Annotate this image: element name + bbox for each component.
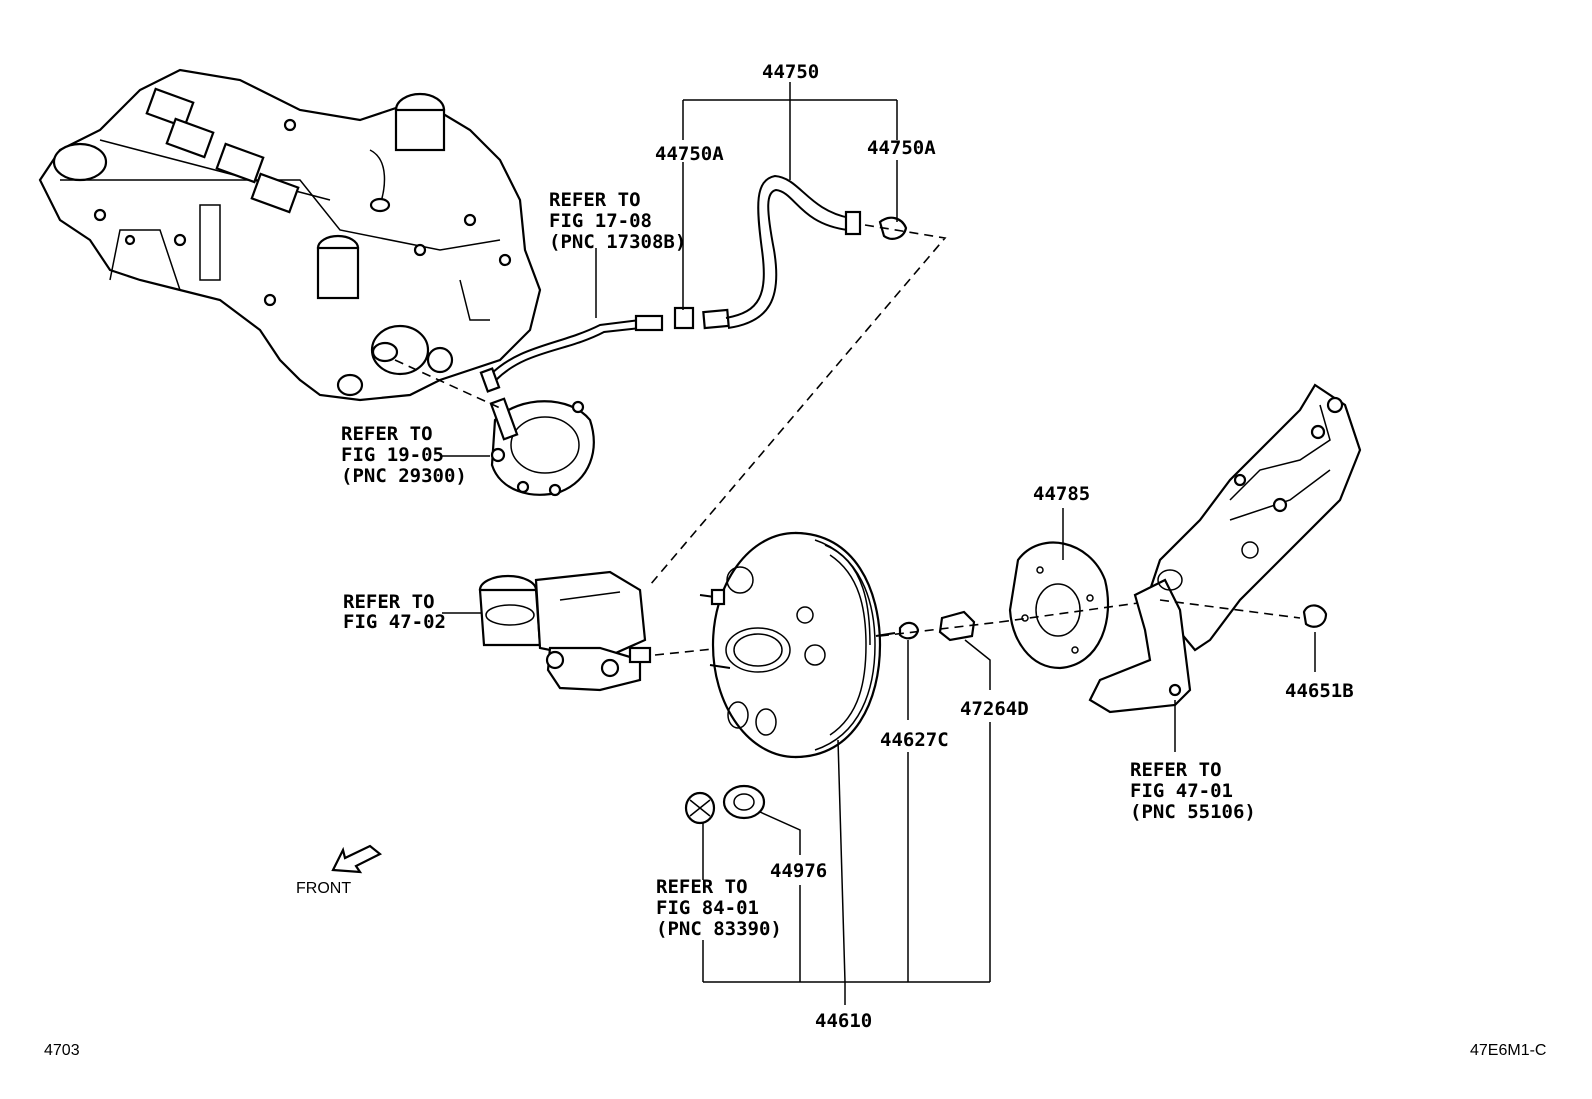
vacuum-pump-drawing: [489, 397, 595, 497]
ref-fig-19-05-line2: FIG 19-05: [341, 444, 444, 466]
part-label-44610: 44610: [815, 1010, 872, 1032]
part-label-47264D: 47264D: [960, 698, 1029, 720]
part-label-44750: 44750: [762, 61, 819, 83]
footer-right-code: 47E6M1-C: [1470, 1042, 1546, 1059]
nut-44627C-drawing: [898, 621, 920, 640]
part-label-44785: 44785: [1033, 483, 1090, 505]
footer-left-code: 4703: [44, 1042, 80, 1059]
gasket-44785-drawing: [1008, 541, 1110, 670]
ref-fig-47-01-line1: REFER TO: [1130, 759, 1222, 781]
ref-fig-17-08-line2: FIG 17-08: [549, 210, 652, 232]
nut-44651B-drawing: [1302, 604, 1328, 628]
ref-fig-47-01-line2: FIG 47-01: [1130, 780, 1233, 802]
ref-fig-17-08-line3: (PNC 17308B): [549, 231, 686, 253]
front-label: FRONT: [296, 880, 351, 897]
seal-44976-drawing: [722, 784, 766, 820]
part-label-44750A-left: 44750A: [655, 143, 724, 165]
hose-clamp-right: [878, 216, 908, 240]
ref-fig-84-01-line2: FIG 84-01: [656, 897, 759, 919]
master-cylinder-drawing: [478, 570, 652, 692]
front-arrow-icon: [331, 844, 383, 874]
hose-clamp-left: [673, 306, 695, 330]
clevis-47264D-drawing: [938, 610, 976, 642]
ref-fig-47-01-line3: (PNC 55106): [1130, 801, 1256, 823]
vacuum-hose-lower: [489, 319, 641, 376]
ref-fig-84-01-line3: (PNC 83390): [656, 918, 782, 940]
pedal-bracket-drawing: [1088, 383, 1362, 714]
ref-fig-47-02-line1: REFER TO: [343, 591, 435, 613]
ref-fig-47-02-line2: FIG 47-02: [343, 611, 446, 633]
part-label-44627C: 44627C: [880, 729, 949, 751]
engine-block-drawing: [38, 68, 542, 402]
ref-fig-17-08-line1: REFER TO: [549, 189, 641, 211]
part-label-44750A-right: 44750A: [867, 137, 936, 159]
part-label-44976: 44976: [770, 860, 827, 882]
ref-fig-19-05-line3: (PNC 29300): [341, 465, 467, 487]
part-label-44651B: 44651B: [1285, 680, 1354, 702]
vacuum-hose-44750: [725, 174, 851, 319]
brake-booster-drawing: [699, 531, 896, 759]
ref-fig-19-05-line1: REFER TO: [341, 423, 433, 445]
ref-fig-84-01-line1: REFER TO: [656, 876, 748, 898]
